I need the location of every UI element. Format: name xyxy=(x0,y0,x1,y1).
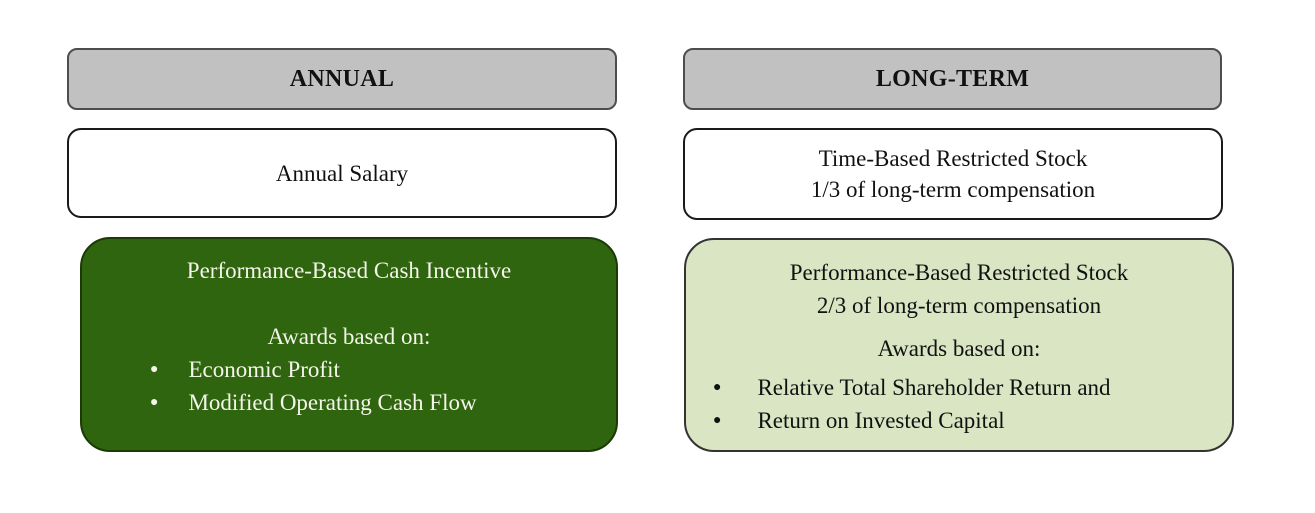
performance-stock-bullet-list: ● Relative Total Shareholder Return and … xyxy=(686,371,1232,437)
time-based-restricted-stock-box: Time-Based Restricted Stock 1/3 of long-… xyxy=(683,128,1223,220)
bullet-dot-icon: ● xyxy=(150,394,159,410)
time-based-line-1: Time-Based Restricted Stock xyxy=(818,146,1088,171)
bullet-item: ● Modified Operating Cash Flow xyxy=(82,386,616,419)
bullet-item: ● Return on Invested Capital xyxy=(686,404,1232,437)
time-based-line-2: 1/3 of long-term compensation xyxy=(810,177,1096,202)
bullet-dot-icon: ● xyxy=(713,412,722,428)
bullet-label: Relative Total Shareholder Return and xyxy=(757,375,1111,400)
cash-incentive-awards-label: Awards based on: xyxy=(267,324,431,349)
performance-restricted-stock-box: Performance-Based Restricted Stock 2/3 o… xyxy=(684,238,1234,452)
bullet-label: Return on Invested Capital xyxy=(757,408,1005,433)
bullet-item: ● Relative Total Shareholder Return and xyxy=(686,371,1232,404)
performance-stock-awards-label: Awards based on: xyxy=(877,336,1041,361)
performance-stock-line-2: 2/3 of long-term compensation xyxy=(816,293,1102,318)
long-term-column-header: LONG-TERM xyxy=(683,48,1222,110)
bullet-dot-icon: ● xyxy=(713,379,722,395)
bullet-label: Modified Operating Cash Flow xyxy=(188,390,477,415)
annual-salary-box: Annual Salary xyxy=(67,128,617,218)
cash-incentive-title: Performance-Based Cash Incentive xyxy=(186,258,512,283)
performance-cash-incentive-box: Performance-Based Cash Incentive Awards … xyxy=(80,237,618,452)
annual-column-header: ANNUAL xyxy=(67,48,617,110)
cash-incentive-bullet-list: ● Economic Profit ● Modified Operating C… xyxy=(82,353,616,419)
bullet-item: ● Economic Profit xyxy=(82,353,616,386)
performance-stock-line-1: Performance-Based Restricted Stock xyxy=(789,260,1129,285)
bullet-label: Economic Profit xyxy=(188,357,340,382)
blank-line xyxy=(82,287,616,320)
bullet-dot-icon: ● xyxy=(150,361,159,377)
annual-salary-label: Annual Salary xyxy=(275,160,409,186)
